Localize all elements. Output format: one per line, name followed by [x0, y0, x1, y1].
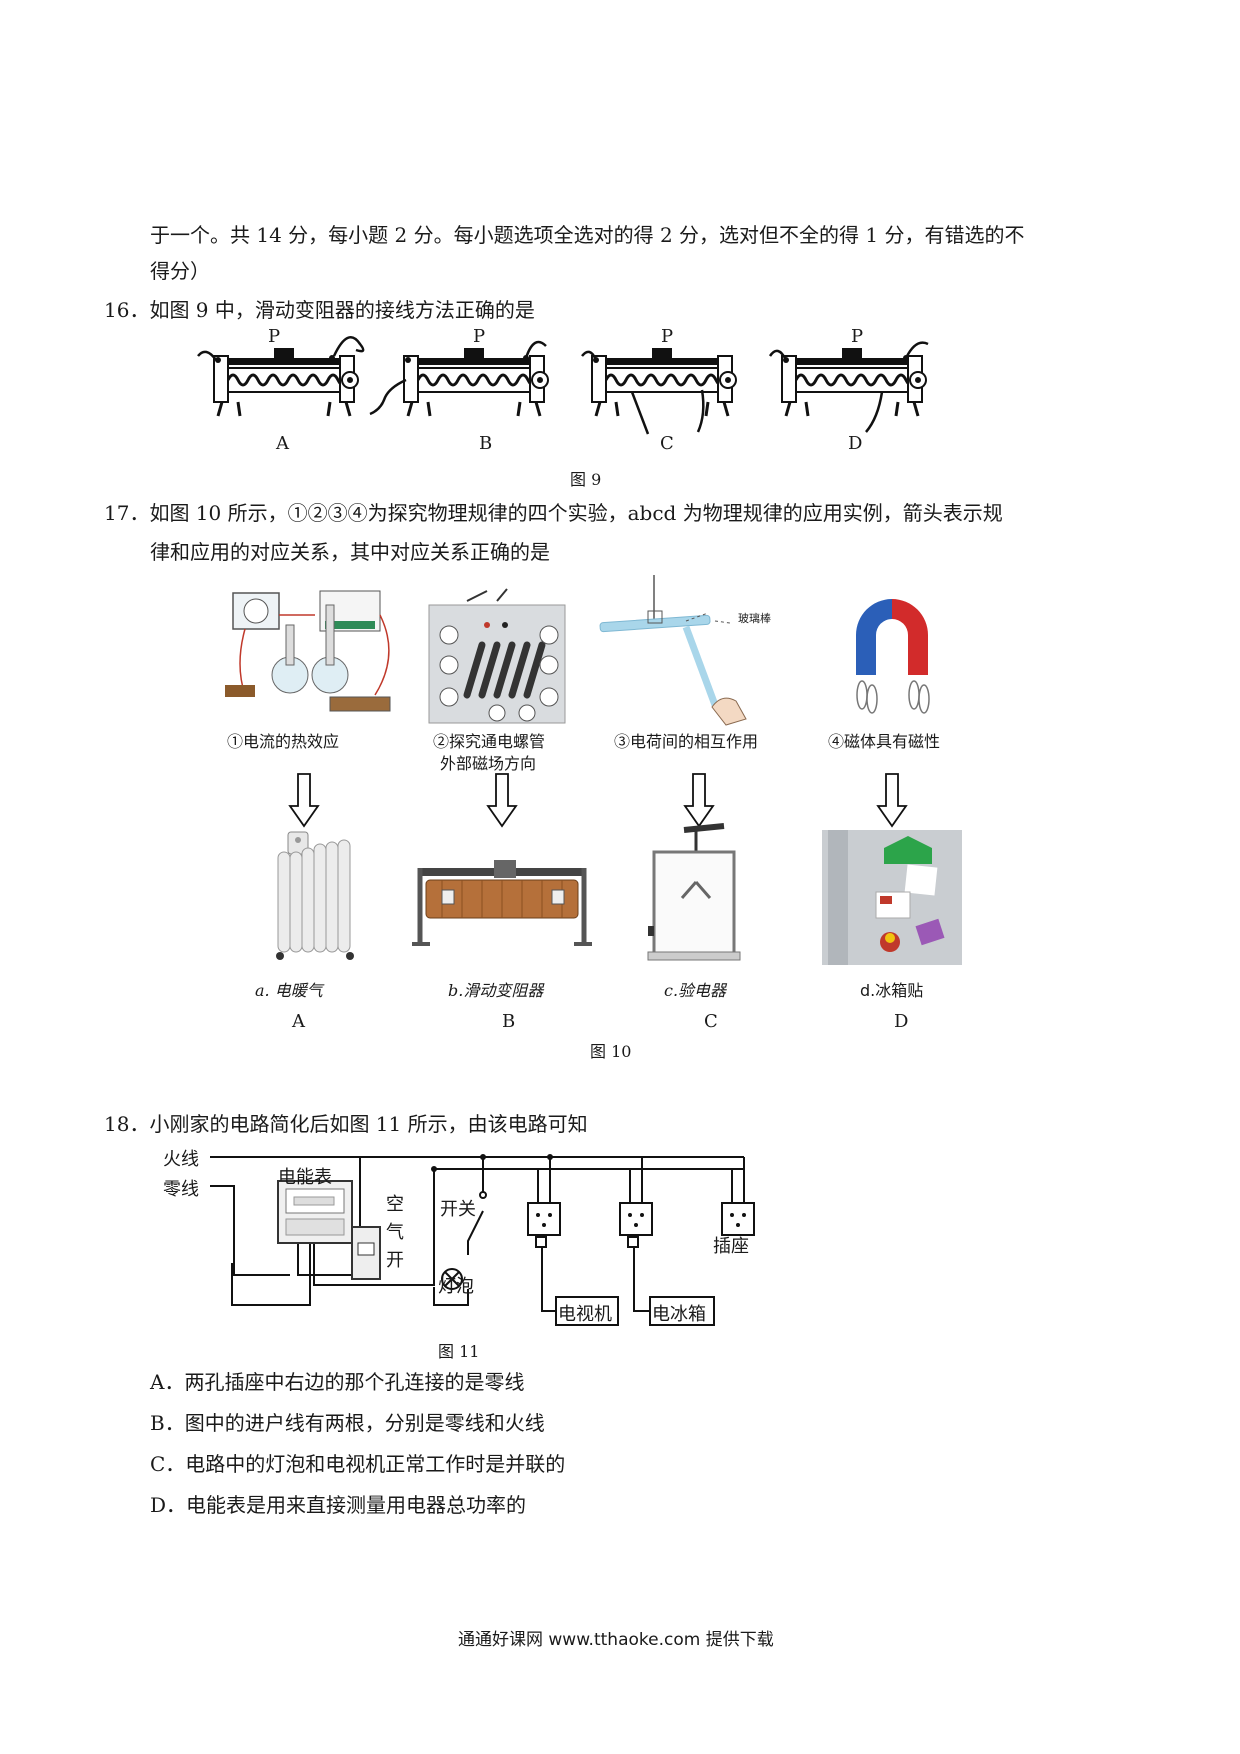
q17-option-a: A [292, 1011, 305, 1032]
application-fridge-magnet-image [822, 830, 962, 965]
slider-label-c: P [661, 326, 674, 347]
intro-line-1: 于一个。共 14 分，每小题 2 分。每小题选项全选对的得 2 分，选对但不全的… [150, 223, 1025, 247]
arrow-4 [876, 773, 908, 828]
q16-stem: 16．如图 9 中，滑动变阻器的接线方法正确的是 [104, 298, 535, 322]
breaker-label-2: 气 [386, 1222, 404, 1243]
experiment-2-label-line-2: 外部磁场方向 [440, 754, 537, 773]
breaker-box [351, 1226, 381, 1280]
neutral-wire-label: 零线 [163, 1179, 199, 1200]
breaker-label-3: 开 [386, 1250, 404, 1271]
socket-icon-2 [619, 1202, 653, 1236]
switch-label: 开关 [440, 1199, 476, 1220]
application-b-label: b.滑动变阻器 [448, 981, 544, 1000]
q18-choice-b: B．图中的进户线有两根，分别是零线和火线 [150, 1411, 545, 1435]
intro-line-2: 得分） [150, 259, 210, 283]
tv-box [555, 1296, 619, 1326]
breaker-label-1: 空 [386, 1194, 404, 1215]
glass-rod-label: 玻璃棒 [738, 612, 771, 625]
correspondence-arrows [288, 773, 908, 828]
q17-option-c: C [704, 1011, 718, 1032]
footer-text: 通通好课网 www.tthaoke.com 提供下载 [458, 1630, 774, 1650]
application-rheostat-image [412, 860, 592, 946]
experiment-2-label-line-1: ②探究通电螺管 [433, 732, 546, 751]
figure-10-caption: 图 10 [590, 1042, 632, 1061]
experiment-4-label: ④磁体具有磁性 [828, 732, 941, 751]
arrow-2 [486, 773, 518, 828]
q18-choice-d: D．电能表是用来直接测量用电器总功率的 [150, 1493, 527, 1517]
q16-option-c: C [660, 433, 674, 454]
live-wire-label: 火线 [163, 1149, 199, 1170]
socket-label: 插座 [713, 1236, 749, 1257]
q17-stem-line-2: 律和应用的对应关系，其中对应关系正确的是 [150, 540, 550, 564]
arrow-3 [683, 773, 715, 828]
q17-option-b: B [502, 1011, 516, 1032]
experiment-charges-image [599, 575, 747, 726]
figure-9-caption: 图 9 [570, 470, 602, 489]
socket-icon-3 [721, 1202, 755, 1236]
fridge-label: 电冰箱 [652, 1304, 706, 1325]
experiment-1-label: ①电流的热效应 [227, 732, 340, 751]
meter-label: 电能表 [278, 1167, 332, 1188]
rheostat-drawings [197, 336, 929, 435]
experiment-solenoid-image [428, 588, 566, 724]
experiment-magnet-image [856, 599, 930, 714]
q18-stem: 18．小刚家的电路简化后如图 11 所示，由该电路可知 [104, 1112, 588, 1136]
arrow-1 [288, 773, 320, 828]
application-electroscope-image [647, 823, 741, 961]
q16-option-a: A [276, 433, 289, 454]
q16-option-b: B [479, 433, 493, 454]
fridge-box [649, 1296, 715, 1326]
q17-stem-line-1: 17．如图 10 所示，①②③④为探究物理规律的四个实验，abcd 为物理规律的… [104, 501, 1003, 525]
q17-option-d: D [894, 1011, 909, 1032]
experiment-heat-effect-image [225, 590, 391, 712]
circuit-diagram [210, 1154, 755, 1326]
application-c-label: c.验电器 [664, 981, 727, 1000]
socket-icon-1 [527, 1202, 561, 1236]
application-a-label: a. 电暖气 [255, 981, 323, 1000]
q16-option-d: D [848, 433, 863, 454]
q18-choice-c: C．电路中的灯泡和电视机正常工作时是并联的 [150, 1452, 566, 1476]
experiment-3-label: ③电荷间的相互作用 [614, 732, 759, 751]
slider-label-b: P [473, 326, 486, 347]
figure-11-caption: 图 11 [438, 1342, 480, 1361]
tv-label: 电视机 [558, 1304, 612, 1325]
application-d-label: d.冰箱贴 [860, 981, 924, 1000]
slider-label-a: P [268, 326, 281, 347]
q18-choice-a: A．两孔插座中右边的那个孔连接的是零线 [150, 1370, 525, 1394]
bulb-label: 灯泡 [438, 1276, 474, 1297]
slider-label-d: P [851, 326, 864, 347]
application-heater-image [276, 831, 354, 960]
